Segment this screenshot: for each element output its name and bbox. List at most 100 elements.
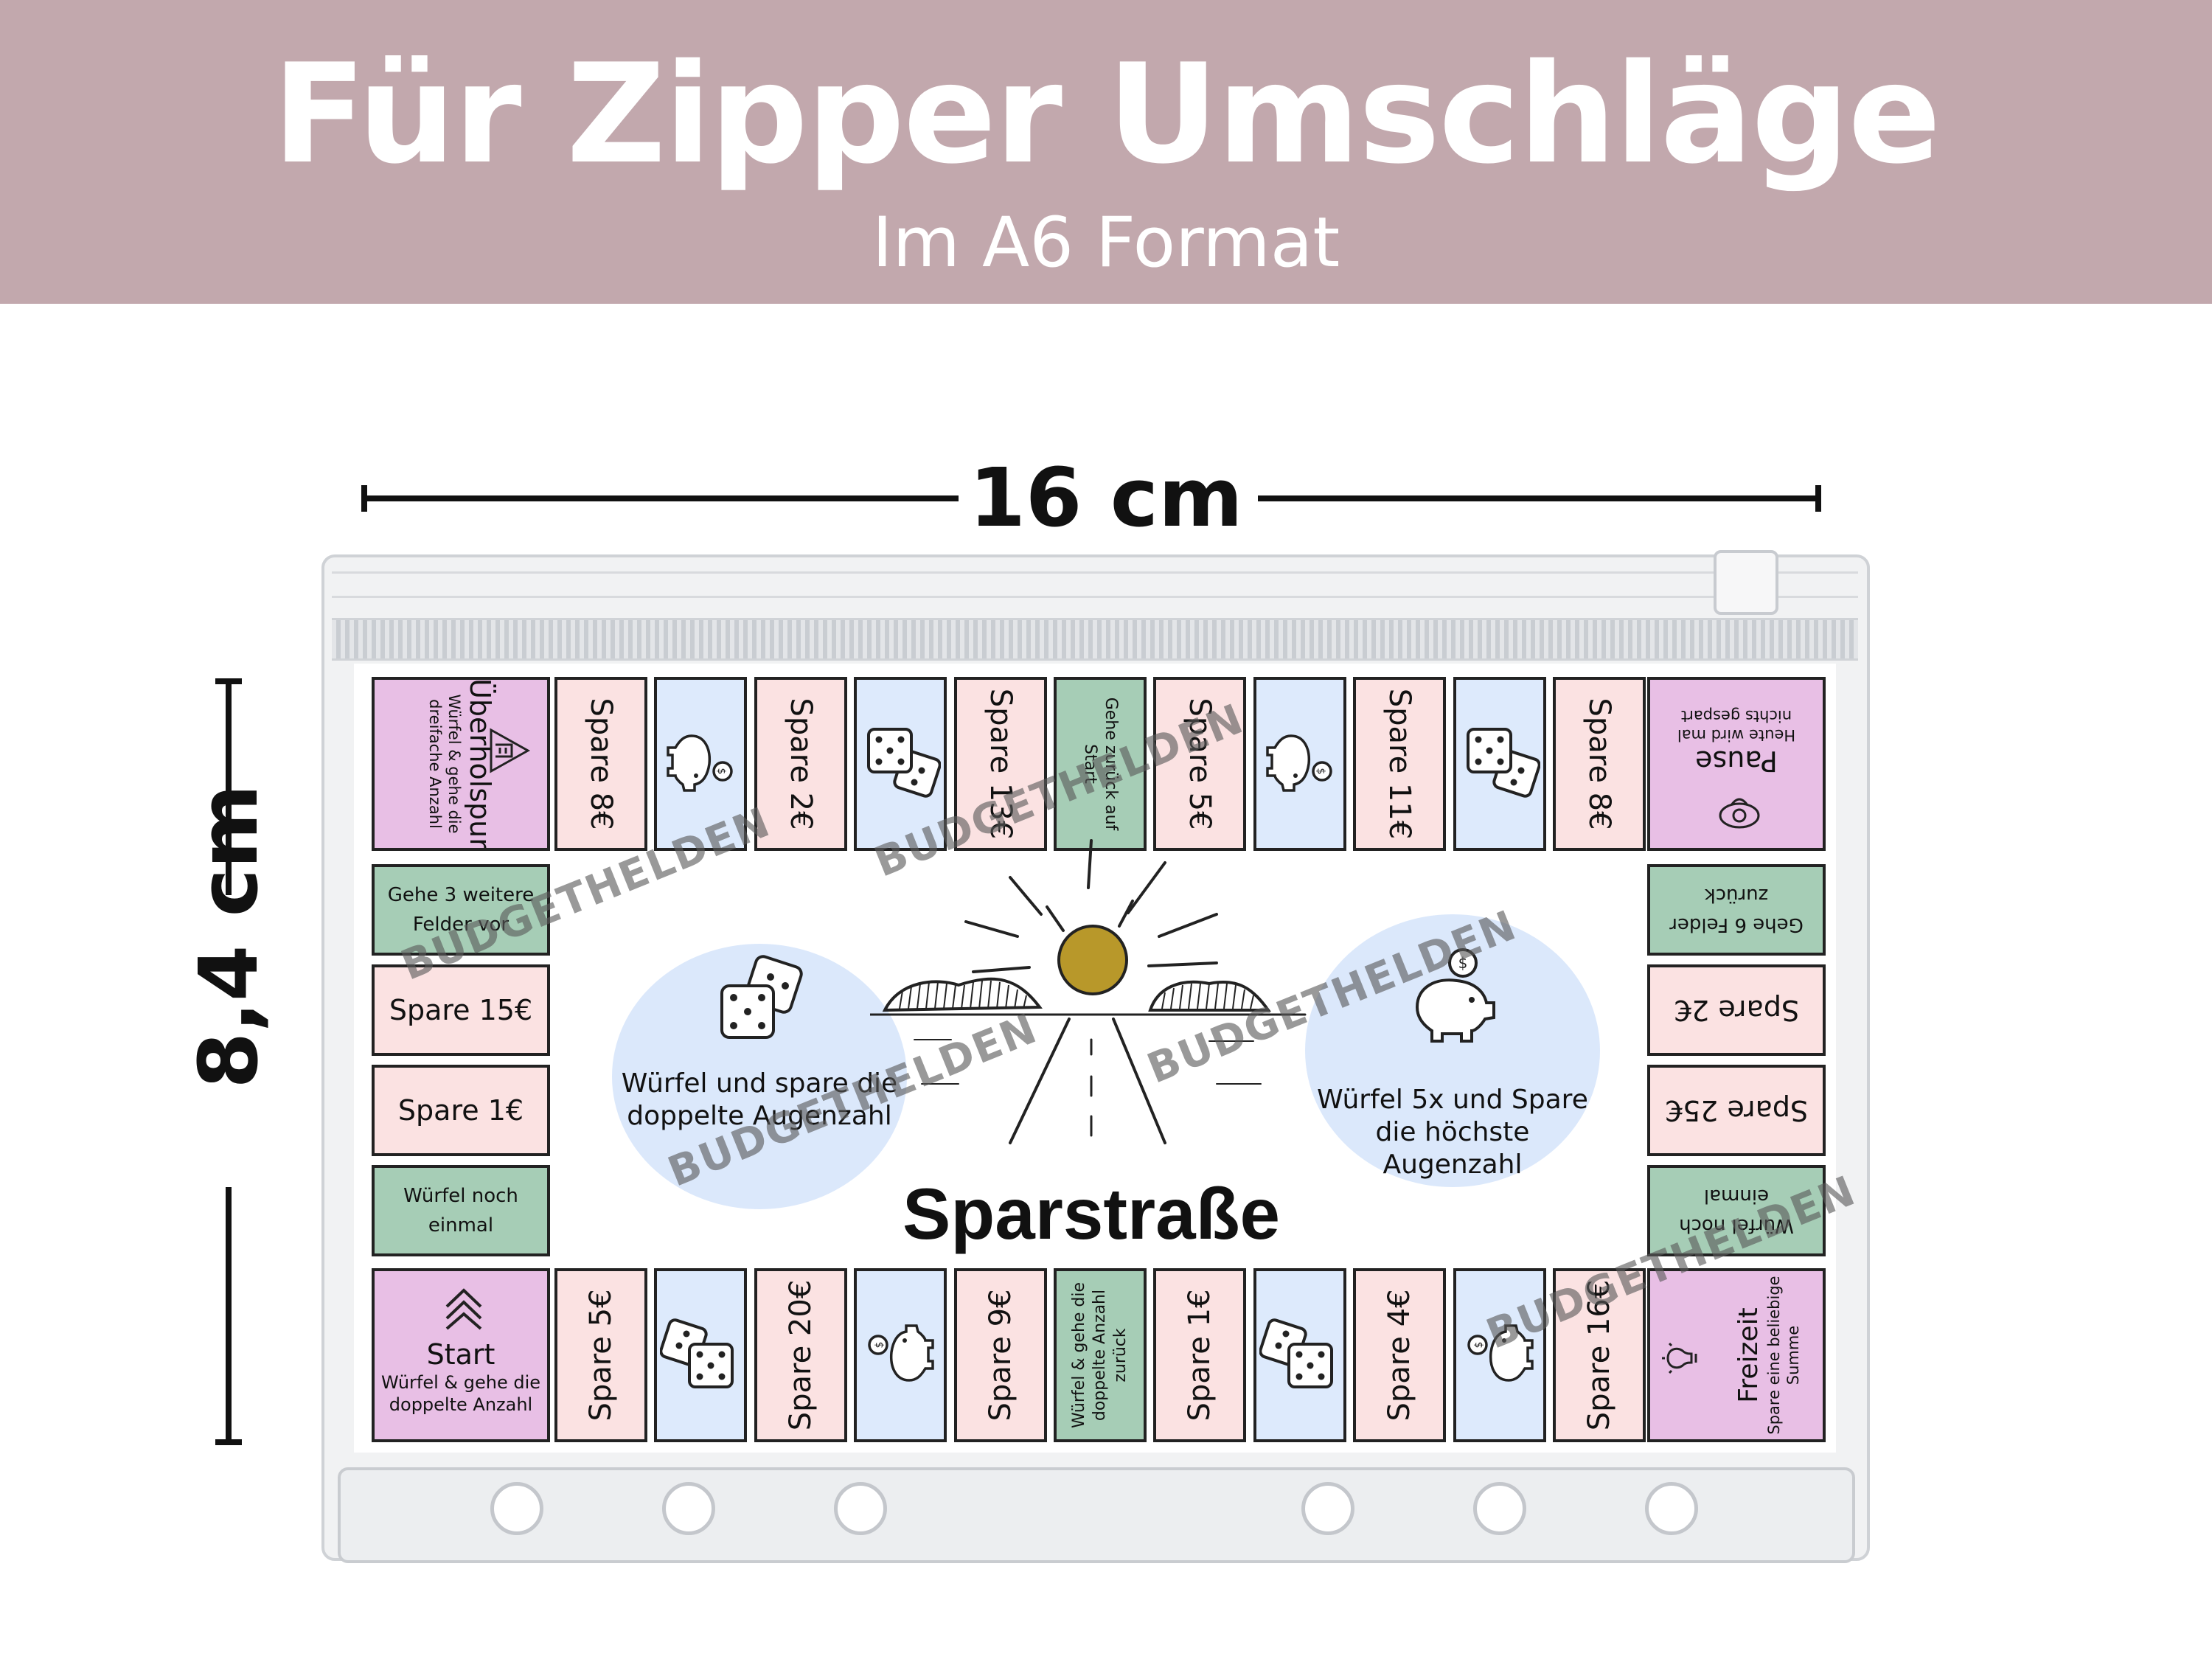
dice-icon <box>860 722 942 806</box>
zipper-track <box>332 571 1858 598</box>
tile-label: Spare 25€ <box>1664 1094 1809 1127</box>
header-banner: Für Zipper Umschläge Im A6 Format <box>0 0 2212 304</box>
tile-label: Spare 1€ <box>1183 1289 1217 1422</box>
corner-pause: Pause Heute wird mal nichts gespart <box>1647 677 1826 851</box>
right-col-tile: Würfel noch einmal <box>1647 1165 1826 1256</box>
dimension-line-right <box>1258 495 1818 501</box>
tile-label: Gehe 6 Felder zurück <box>1669 884 1804 936</box>
tile-label: Gehe 3 weitere Felder vor <box>387 884 535 936</box>
tile-label: Würfel & gehe die doppelte Anzahl zurück <box>1070 1281 1130 1429</box>
dimension-line-left <box>364 495 959 501</box>
corner-freizeit: Freizeit Spare eine beliebige Summe <box>1647 1268 1826 1442</box>
right-col-tile: Spare 2€ <box>1647 964 1826 1056</box>
tile-label: Spare 9€ <box>983 1289 1018 1422</box>
tile-label: Spare 4€ <box>1382 1289 1417 1422</box>
top-row-tile <box>1453 677 1546 851</box>
tile-label: Spare 8€ <box>584 698 618 830</box>
top-row-tile: Gehe zurück auf Start <box>1054 677 1147 851</box>
dimension-cap-bottom <box>215 1439 242 1445</box>
road-triangle-icon <box>490 728 531 773</box>
banner-subtitle: Im A6 Format <box>872 203 1340 283</box>
corner-desc: Spare eine beliebige Summe <box>1765 1276 1802 1435</box>
binder-strip <box>338 1467 1855 1563</box>
bottom-row-tile: Spare 9€ <box>953 1268 1047 1442</box>
tile-label: Würfel noch einmal <box>403 1185 518 1237</box>
corner-title: Freizeit <box>1733 1307 1764 1403</box>
piggy-bank-icon: $ <box>863 1317 937 1394</box>
tile-label: Spare 20€ <box>783 1279 818 1431</box>
bottom-row-tile <box>654 1268 748 1442</box>
left-col-tile: Würfel noch einmal <box>372 1165 550 1256</box>
left-col-tile: Gehe 3 weitere Felder vor <box>372 864 550 956</box>
road-sun-illustration <box>870 839 1307 1144</box>
tile-label: Spare 5€ <box>584 1289 618 1422</box>
tile-label: Spare 15€ <box>389 994 533 1026</box>
board-title: Sparstraße <box>902 1173 1280 1254</box>
chevrons-up-icon <box>445 1288 482 1330</box>
top-row-tile <box>854 677 947 851</box>
dice-icon <box>1259 1313 1340 1397</box>
binder-hole <box>1473 1482 1526 1535</box>
binder-hole <box>662 1482 715 1535</box>
zipper-pull[interactable] <box>1714 550 1778 615</box>
top-row-tile: Spare 8€ <box>554 677 647 851</box>
dimension-cap-right <box>1815 485 1821 512</box>
tile-label: Spare 8€ <box>1582 698 1616 830</box>
dice-icon <box>659 1313 741 1397</box>
corner-desc: Heute wird mal nichts gespart <box>1677 707 1796 744</box>
top-row-tile: $ <box>654 677 748 851</box>
svg-text:$: $ <box>1458 954 1468 972</box>
corner-desc: Würfel & gehe die doppelte Anzahl <box>380 1372 541 1415</box>
info-text-right: Würfel 5x und Spare die höchste Augenzah… <box>1317 1085 1588 1180</box>
piggy-bank-icon: $ <box>1415 948 1495 1043</box>
binder-hole <box>1301 1482 1354 1535</box>
left-col-tile: Spare 1€ <box>372 1065 550 1156</box>
binder-hole <box>834 1482 887 1535</box>
piggy-bank-icon: $ <box>664 726 737 802</box>
info-text-left: Würfel und spare die doppelte Augenzahl <box>621 1068 898 1131</box>
top-row-tile: $ <box>1253 677 1346 851</box>
dice-icon <box>1459 722 1541 806</box>
corner-desc: Würfel & gehe die dreifache Anzahl <box>426 694 463 834</box>
corner-start: Start Würfel & gehe die doppelte Anzahl <box>372 1268 550 1442</box>
top-row-tile: Spare 2€ <box>754 677 847 851</box>
pacifier-icon <box>1719 798 1760 829</box>
left-col-tile: Spare 15€ <box>372 964 550 1056</box>
binder-hole <box>1645 1482 1698 1535</box>
dimension-line-bottom <box>226 1187 232 1442</box>
width-label: 16 cm <box>969 451 1243 545</box>
corner-ueberholspur: Überholspur Würfel & gehe die dreifache … <box>372 677 550 851</box>
corner-title: Pause <box>1695 745 1778 777</box>
top-row-tile: Spare 13€ <box>953 677 1047 851</box>
bottom-row-tile: $ <box>854 1268 947 1442</box>
dice-icon <box>720 955 803 1039</box>
lightbulb-icon <box>1662 1342 1697 1374</box>
banner-title: Für Zipper Umschläge <box>272 34 1941 194</box>
dimension-line-top <box>226 681 232 895</box>
bottom-row-tile: $ <box>1453 1268 1546 1442</box>
bottom-row-tile: Spare 1€ <box>1153 1268 1247 1442</box>
svg-text:$: $ <box>1473 1342 1485 1349</box>
bottom-row-tile: Spare 20€ <box>754 1268 847 1442</box>
svg-text:$: $ <box>715 768 727 775</box>
top-row-tile: Spare 5€ <box>1153 677 1247 851</box>
bottom-row-tile: Spare 5€ <box>554 1268 647 1442</box>
zipper-teeth <box>332 618 1858 661</box>
tile-label: Spare 2€ <box>1673 994 1800 1026</box>
right-col-tile: Spare 25€ <box>1647 1065 1826 1156</box>
top-row-tile: Spare 11€ <box>1353 677 1447 851</box>
svg-text:$: $ <box>1315 768 1326 775</box>
bottom-row-tile: Würfel & gehe die doppelte Anzahl zurück <box>1054 1268 1147 1442</box>
bottom-row-tile: Spare 16€ <box>1553 1268 1646 1442</box>
tile-label: Spare 1€ <box>397 1094 524 1127</box>
svg-text:$: $ <box>874 1342 886 1349</box>
binder-hole <box>490 1482 543 1535</box>
game-board: Überholspur Würfel & gehe die dreifache … <box>354 664 1863 1453</box>
right-col-tile: Gehe 6 Felder zurück <box>1647 864 1826 956</box>
height-label: 8,4 cm <box>181 784 276 1089</box>
piggy-bank-icon: $ <box>1263 726 1337 802</box>
tile-label: Spare 2€ <box>783 698 818 830</box>
tile-label: Spare 11€ <box>1382 688 1417 840</box>
bottom-row-tile: Spare 4€ <box>1353 1268 1447 1442</box>
bottom-row-tile <box>1253 1268 1346 1442</box>
